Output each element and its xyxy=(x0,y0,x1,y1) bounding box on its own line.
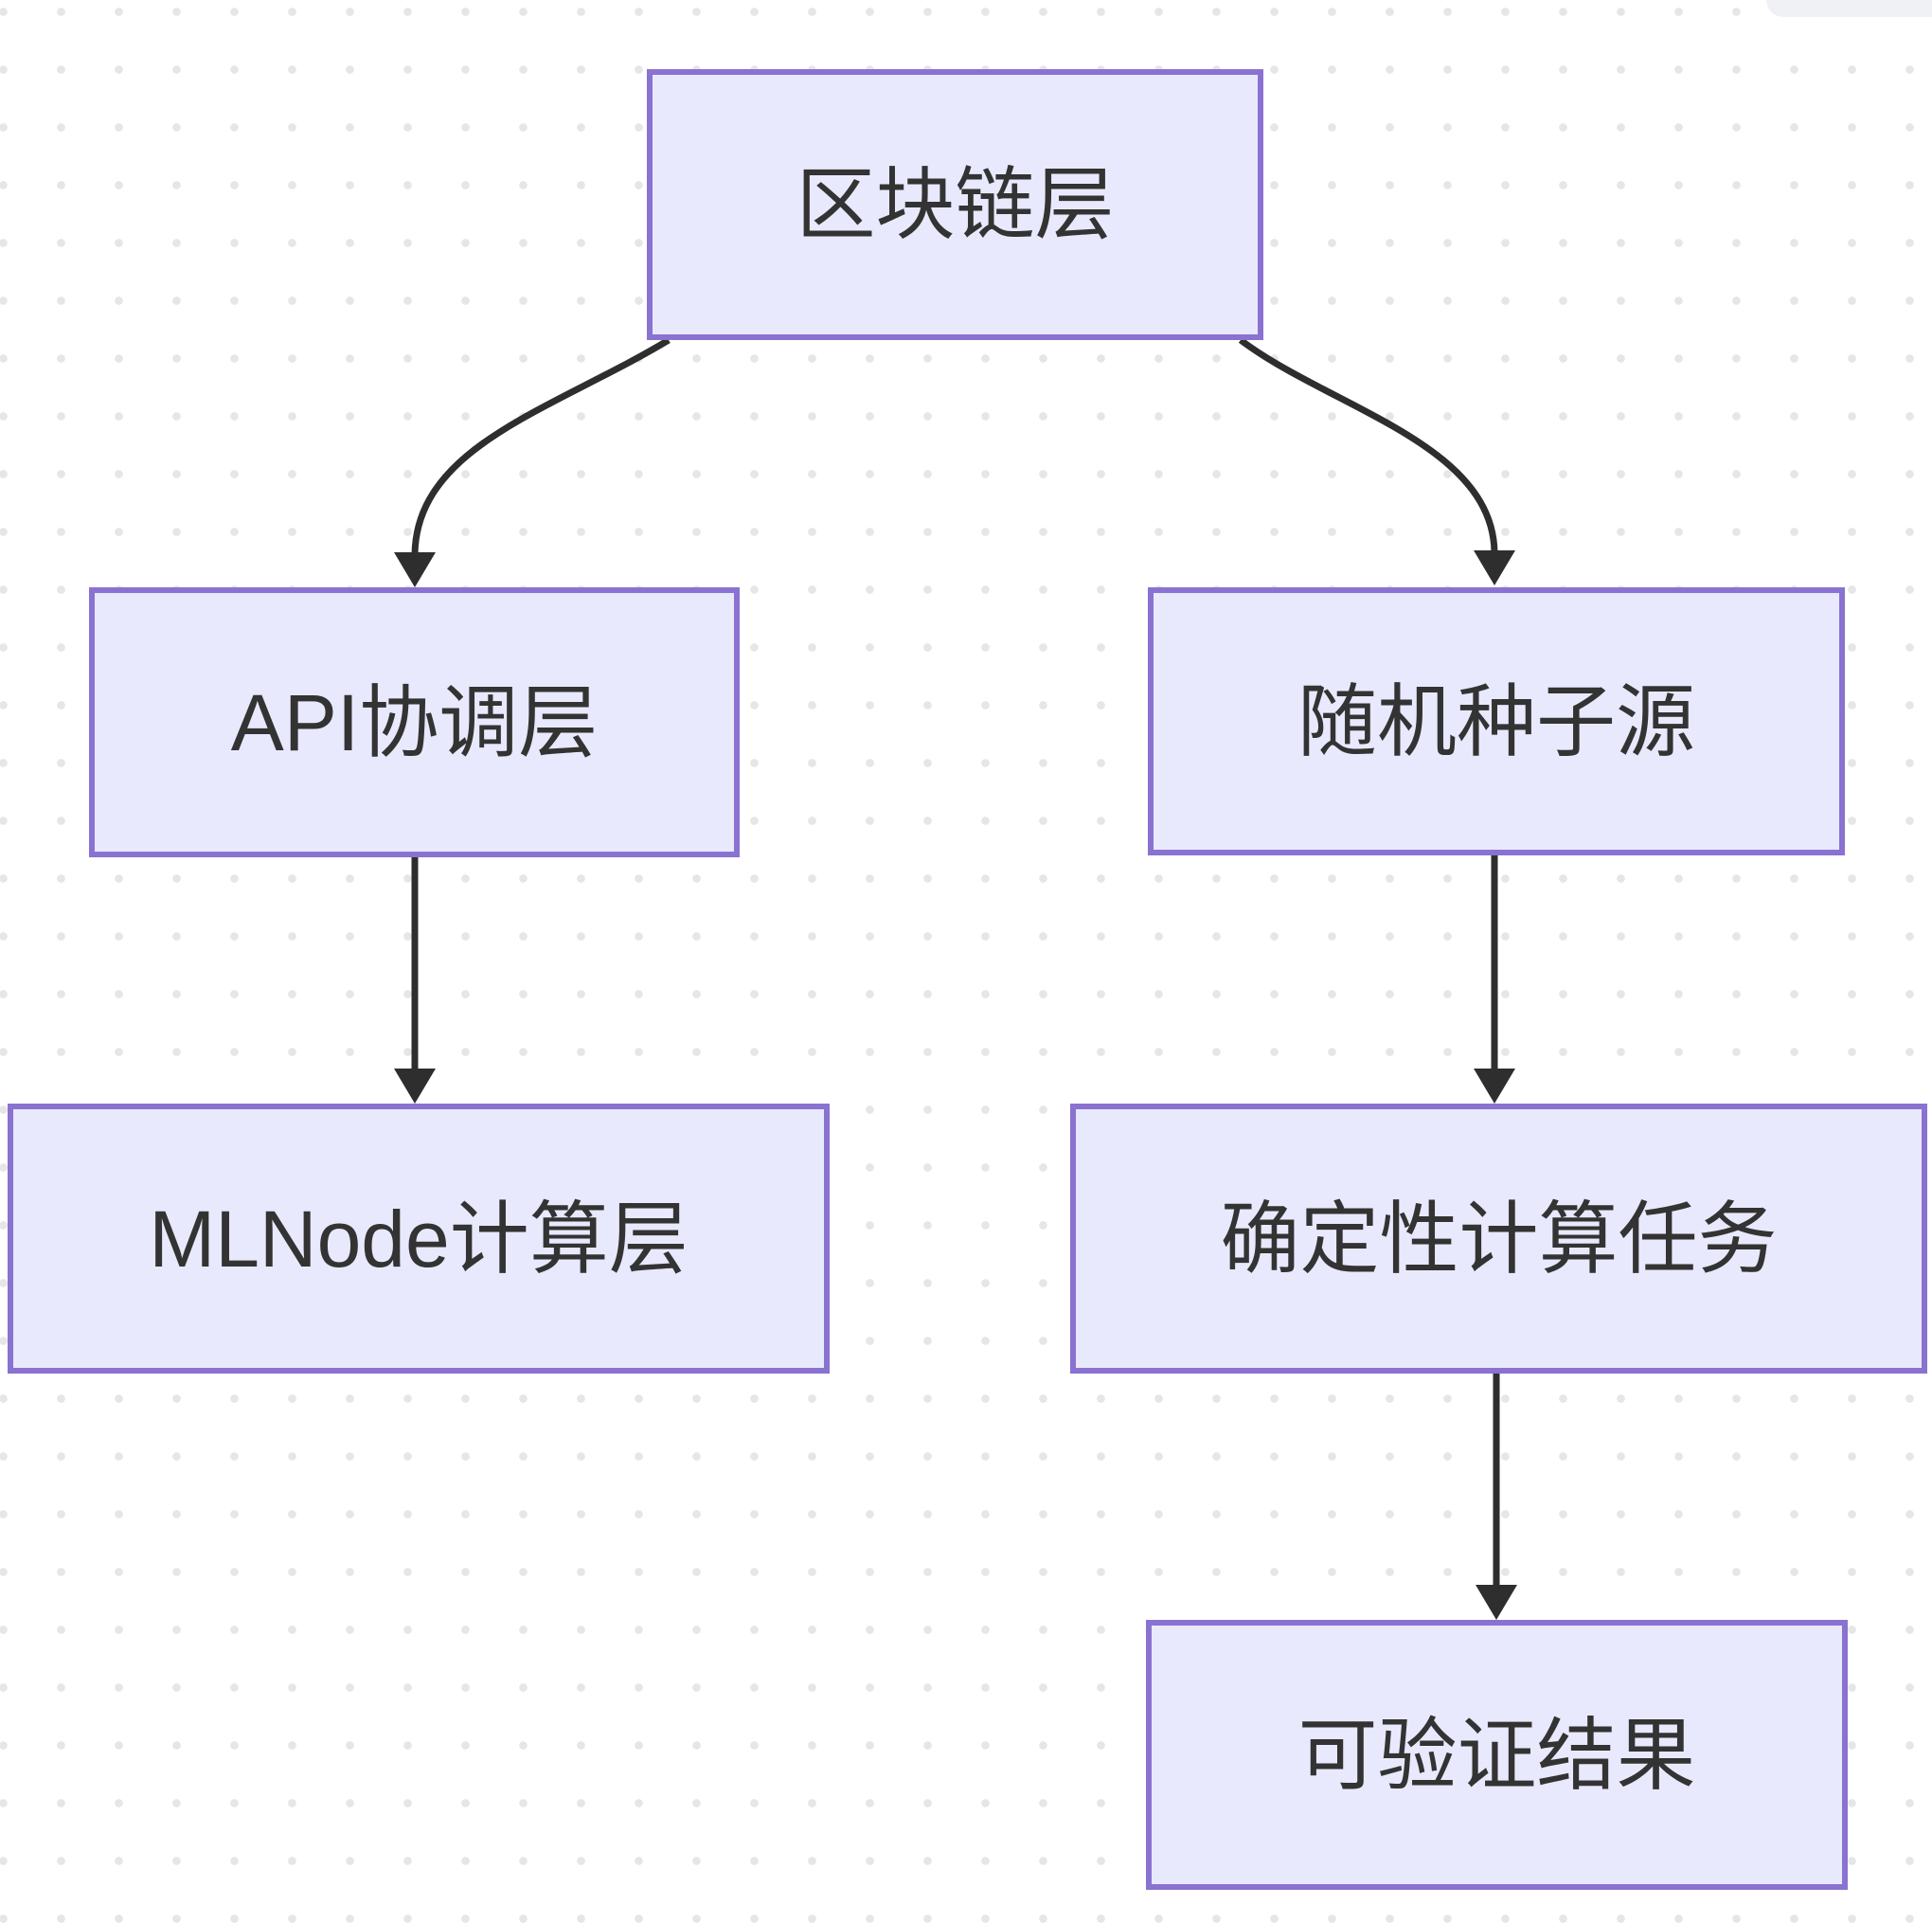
edge-arrowhead xyxy=(394,552,436,587)
edge-arrowhead xyxy=(1474,550,1515,585)
edge-blockchain-to-api[interactable] xyxy=(394,337,671,587)
edge-arrowhead xyxy=(394,1069,436,1104)
corner-panel-fragment xyxy=(1766,0,1932,17)
node-verifiable-label: 可验证结果 xyxy=(1297,1710,1696,1800)
node-blockchain[interactable]: 区块链层 xyxy=(647,69,1263,340)
node-blockchain-label: 区块链层 xyxy=(796,160,1115,249)
edge-deterministic-to-verifiable[interactable] xyxy=(1476,1374,1517,1620)
node-mlnode[interactable]: MLNode计算层 xyxy=(8,1104,830,1374)
edge-api-to-mlnode[interactable] xyxy=(394,857,436,1104)
node-verifiable[interactable]: 可验证结果 xyxy=(1146,1620,1848,1890)
node-api-label: API协调层 xyxy=(230,677,599,767)
node-seed[interactable]: 随机种子源 xyxy=(1148,587,1845,855)
node-deterministic-label: 确定性计算任务 xyxy=(1220,1194,1778,1284)
edge-arrowhead xyxy=(1474,1069,1515,1104)
edge-line[interactable] xyxy=(1238,337,1498,553)
edge-arrowhead xyxy=(1476,1585,1517,1620)
edge-blockchain-to-seed[interactable] xyxy=(1238,337,1515,585)
edge-line[interactable] xyxy=(411,337,671,555)
edge-seed-to-deterministic[interactable] xyxy=(1474,855,1515,1104)
node-seed-label: 随机种子源 xyxy=(1297,676,1695,766)
node-mlnode-label: MLNode计算层 xyxy=(149,1194,689,1284)
node-deterministic[interactable]: 确定性计算任务 xyxy=(1070,1104,1927,1374)
node-api[interactable]: API协调层 xyxy=(89,587,740,857)
